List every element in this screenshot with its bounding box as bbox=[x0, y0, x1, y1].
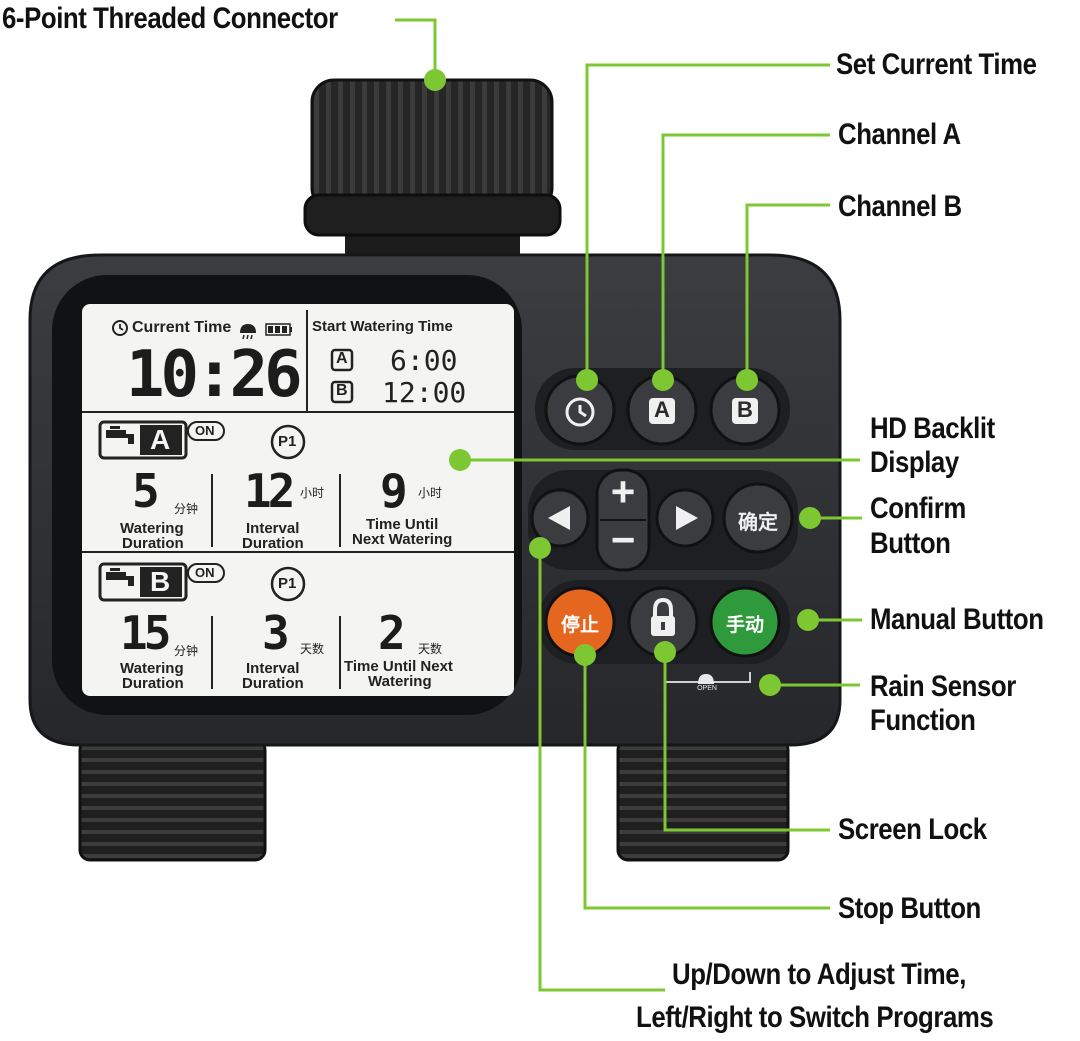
start-b-time: 12:00 bbox=[382, 376, 467, 409]
channel-a-on: ON bbox=[195, 423, 215, 438]
a-duration-label-2: Duration bbox=[122, 535, 184, 552]
manual-button-shape[interactable] bbox=[709, 586, 781, 658]
callout-adjust-1: Up/Down to Adjust Time, bbox=[672, 958, 966, 991]
callout-connector: 6-Point Threaded Connector bbox=[2, 2, 338, 35]
current-time-value: 10:26 bbox=[126, 338, 303, 412]
callout-confirm-2: Button bbox=[870, 527, 951, 560]
top-connector bbox=[303, 78, 562, 265]
minus-label: − bbox=[610, 516, 636, 563]
faucet-icon bbox=[98, 562, 188, 602]
b-next-unit: 天数 bbox=[418, 642, 443, 656]
lock-icon bbox=[651, 597, 675, 636]
b-duration-value: 15 bbox=[120, 606, 171, 660]
b-duration-label-2: Duration bbox=[122, 675, 184, 692]
confirm-button-label: 确定 bbox=[738, 512, 778, 534]
a-duration-value: 5 bbox=[132, 464, 160, 518]
b-interval-unit: 天数 bbox=[300, 642, 325, 656]
clock-icon bbox=[112, 320, 128, 336]
b-next-value: 2 bbox=[378, 606, 406, 660]
channel-b-button[interactable] bbox=[709, 374, 781, 446]
start-a-time: 6:00 bbox=[390, 344, 458, 377]
b-interval-label-1: Interval bbox=[246, 660, 300, 677]
callout-confirm-1: Confirm bbox=[870, 492, 966, 525]
b-duration-label-1: Watering bbox=[120, 660, 184, 677]
start-watering-label: Start Watering Time bbox=[312, 318, 453, 335]
channel-a-button[interactable] bbox=[626, 374, 698, 446]
callout-channel-b: Channel B bbox=[838, 190, 962, 223]
a-duration-label-1: Watering bbox=[120, 520, 184, 537]
plus-label: + bbox=[610, 468, 636, 515]
a-interval-label-1: Interval bbox=[246, 520, 300, 537]
right-button[interactable] bbox=[655, 488, 715, 548]
channel-a-program: P1 bbox=[278, 433, 297, 450]
screen-lock-button[interactable] bbox=[627, 586, 699, 658]
channel-b-on: ON bbox=[195, 565, 215, 580]
channel-b-program: P1 bbox=[278, 575, 297, 592]
callout-rain-1: Rain Sensor bbox=[870, 670, 1016, 703]
stop-button-label: 停止 bbox=[560, 615, 599, 636]
a-interval-unit: 小时 bbox=[300, 486, 325, 500]
left-button[interactable] bbox=[530, 488, 590, 548]
a-interval-label-2: Duration bbox=[242, 535, 304, 552]
start-a-letter: A bbox=[336, 350, 348, 367]
current-time-label: Current Time bbox=[132, 319, 232, 336]
left-arrow-icon bbox=[548, 506, 570, 530]
a-next-label-1: Time Until bbox=[366, 516, 439, 533]
faucet-icon bbox=[98, 420, 188, 460]
right-arrow-icon bbox=[676, 506, 698, 530]
up-down-button[interactable] bbox=[595, 468, 651, 572]
start-b-letter: B bbox=[336, 382, 348, 399]
rain-cloud-icon bbox=[698, 674, 714, 684]
callout-stop: Stop Button bbox=[838, 892, 981, 925]
a-duration-unit: 分钟 bbox=[174, 502, 199, 516]
a-next-label-2: Next Watering bbox=[352, 531, 453, 548]
open-label: OPEN bbox=[697, 685, 717, 692]
battery-icon bbox=[265, 323, 292, 336]
rain-cloud-icon bbox=[240, 324, 256, 340]
callout-screen-lock: Screen Lock bbox=[838, 813, 987, 846]
callout-rain-2: Function bbox=[870, 704, 976, 737]
b-next-label-1: Time Until Next bbox=[344, 658, 453, 675]
callout-set-time: Set Current Time bbox=[836, 48, 1037, 81]
b-interval-label-2: Duration bbox=[242, 675, 304, 692]
lcd-graphics bbox=[82, 310, 514, 689]
callout-channel-a: Channel A bbox=[838, 118, 961, 151]
lcd-display: Current Time 10:26 Start Watering Time A… bbox=[82, 304, 514, 696]
callout-backlit-2: Display bbox=[870, 446, 959, 479]
callout-adjust-2: Left/Right to Switch Programs bbox=[636, 1001, 994, 1034]
b-interval-value: 3 bbox=[262, 606, 290, 660]
callout-manual: Manual Button bbox=[870, 603, 1044, 636]
clock-icon bbox=[565, 397, 595, 427]
channel-b-button-label: B bbox=[737, 397, 753, 422]
a-next-value: 9 bbox=[380, 464, 408, 518]
callout-backlit-1: HD Backlit bbox=[870, 412, 995, 445]
channel-a-badge: A bbox=[150, 424, 171, 455]
a-next-unit: 小时 bbox=[418, 486, 443, 500]
manual-button-label: 手动 bbox=[725, 615, 764, 636]
channel-b-badge: B bbox=[150, 566, 171, 597]
a-interval-value: 12 bbox=[244, 464, 295, 518]
channel-a-button-label: A bbox=[654, 397, 670, 422]
b-duration-unit: 分钟 bbox=[174, 644, 199, 658]
b-next-label-2: Watering bbox=[368, 673, 432, 690]
confirm-button-shape[interactable] bbox=[722, 482, 794, 554]
